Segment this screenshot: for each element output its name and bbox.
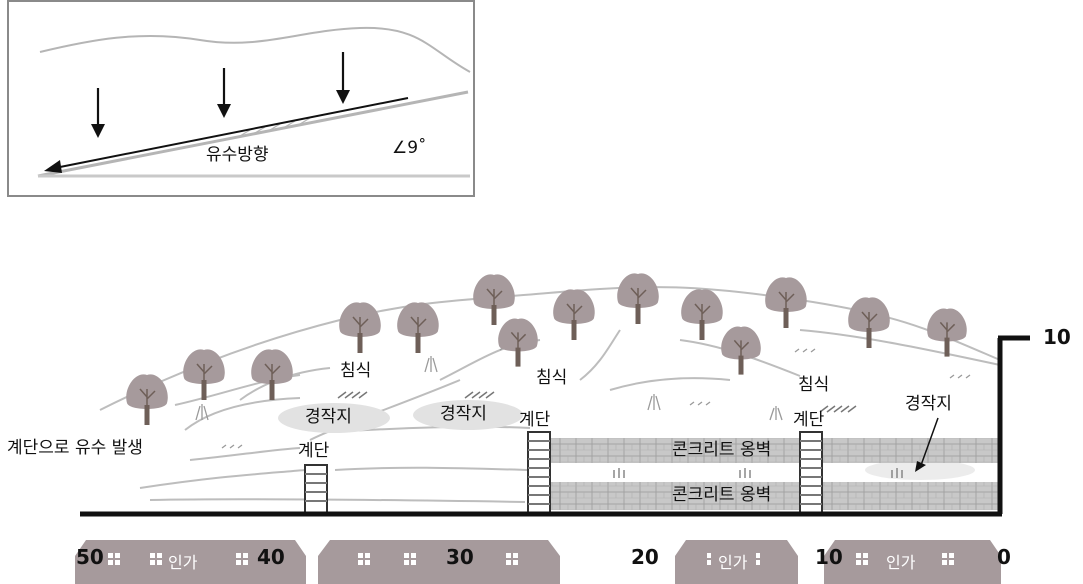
rain-arrow — [91, 88, 105, 138]
wall-grass — [613, 468, 903, 478]
scale-bottom-value: 10 — [815, 545, 843, 569]
tree — [397, 302, 439, 353]
tree — [183, 349, 225, 400]
inset-frame — [7, 0, 475, 197]
steps-label-1: 계단 — [298, 441, 330, 461]
tree — [765, 277, 807, 328]
rain-arrow — [336, 52, 350, 104]
concrete-wall-label-lower: 콘크리트 옹벽 — [672, 485, 772, 505]
farmland-label-1: 경작지 — [305, 407, 352, 427]
flow-arrow — [44, 97, 409, 173]
ground-line — [80, 335, 1030, 517]
scale-bottom-value: 20 — [631, 545, 659, 569]
house-windows — [108, 553, 954, 565]
erosion-label-2: 침식 — [536, 368, 568, 388]
stairs — [527, 431, 551, 514]
stairs — [799, 431, 823, 514]
erosion-marks — [337, 391, 857, 413]
water-from-steps-label: 계단으로 유수 발생 — [7, 438, 143, 458]
scale-bottom-value: 0 — [997, 545, 1011, 569]
tree — [473, 274, 515, 325]
tree — [681, 289, 723, 340]
erosion-label-1: 침식 — [340, 361, 372, 381]
steps-label-2: 계단 — [519, 410, 551, 430]
tree — [927, 308, 967, 357]
concrete-wall-upper — [550, 438, 1000, 463]
scale-bottom-value: 40 — [257, 545, 285, 569]
tree — [251, 349, 293, 400]
house-silhouette — [318, 540, 560, 584]
house-silhouette — [75, 540, 306, 584]
rain-arrow — [217, 68, 231, 118]
tree — [617, 273, 659, 324]
inset-slope — [37, 26, 471, 178]
grass-tufts — [195, 346, 971, 449]
erosion-label-3: 침식 — [798, 375, 830, 395]
farmland-patch — [413, 400, 523, 430]
farmland-pointer-arrow — [915, 417, 939, 472]
scale-bottom-value: 30 — [446, 545, 474, 569]
concrete-wall-label-upper: 콘크리트 옹벽 — [672, 440, 772, 460]
angle-label: ∠9˚ — [392, 138, 427, 158]
tree — [339, 302, 381, 353]
tree — [126, 374, 168, 425]
house-silhouette — [824, 540, 1001, 584]
scale-bottom-value: 50 — [76, 545, 104, 569]
farmland-patch — [278, 403, 390, 433]
farmland-label-2: 경작지 — [440, 404, 487, 424]
flow-direction-label: 유수방향 — [206, 145, 269, 165]
tree-group — [126, 273, 967, 425]
house-label-2: 인가 — [718, 553, 748, 572]
farmland-label-3: 경작지 — [905, 394, 952, 414]
tree — [498, 318, 538, 367]
tree — [848, 297, 890, 348]
house-silhouette — [675, 540, 798, 584]
house-label-3: 인가 — [886, 553, 916, 572]
tree — [721, 326, 761, 375]
concrete-wall-lower — [550, 482, 1000, 510]
steps-label-3: 계단 — [793, 410, 825, 430]
house-label-1: 인가 — [168, 553, 198, 572]
stairs — [304, 464, 328, 514]
tree — [553, 289, 595, 340]
scale-top-value: 10 — [1043, 325, 1071, 349]
